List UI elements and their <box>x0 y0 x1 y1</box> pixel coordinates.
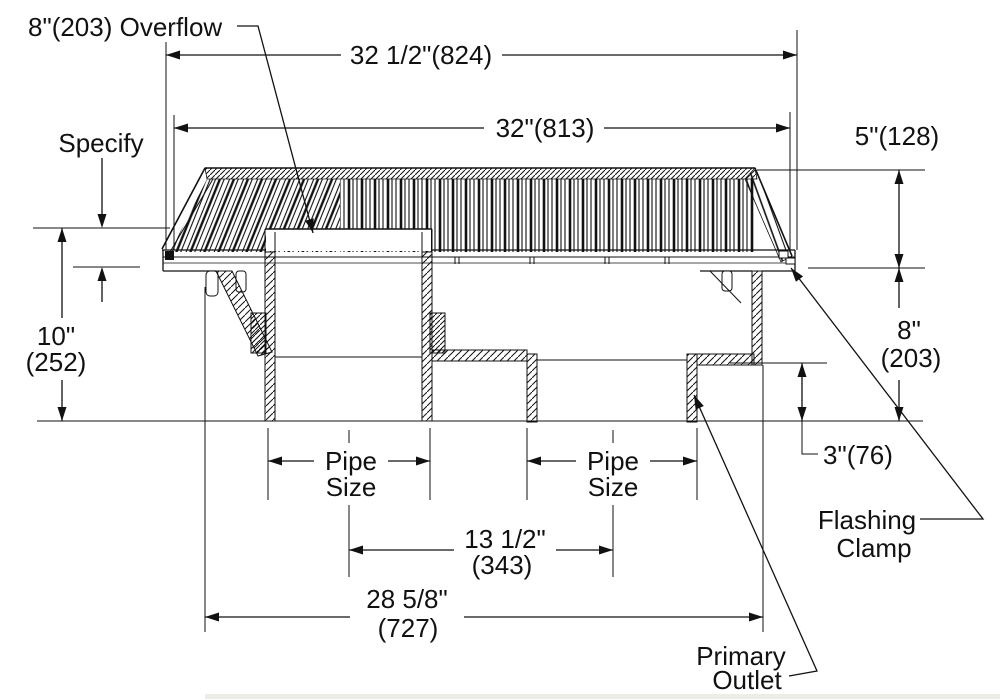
dim-dome-height-label: 5"(128) <box>855 121 939 151</box>
dim-specify: Specify <box>58 128 144 302</box>
dim-grate-width: 32"(813) <box>174 113 790 143</box>
primary-outlet-callout: Primary Outlet <box>693 394 818 695</box>
flashing-clamp-callout: Flashing Clamp <box>790 267 985 563</box>
flashing-clamp-detail <box>778 250 789 259</box>
flashing-clamp-line2: Clamp <box>836 533 911 563</box>
gasket-detail <box>429 312 446 354</box>
dim-body-width: 28 5/8" (727) <box>205 584 763 643</box>
flashing-clamp-line1: Flashing <box>818 505 916 535</box>
body-wall-right <box>751 270 763 366</box>
dim-outlet-spacing: 13 1/2" (343) <box>349 524 613 580</box>
overflow-callout: 8"(203) Overflow <box>28 12 314 234</box>
overflow-standpipe <box>264 228 433 422</box>
overflow-label: 8"(203) Overflow <box>28 12 222 42</box>
dim-dome-height: 5"(128) <box>855 121 939 268</box>
bowl-bottom <box>431 349 528 362</box>
dim-body-height-mm: (203) <box>881 343 942 373</box>
gasket-detail <box>250 312 267 354</box>
dim-overall-height-mm: (252) <box>26 347 87 377</box>
pipe-size-left-line2: Size <box>326 472 377 502</box>
dim-body-width-mm: (727) <box>378 613 439 643</box>
dim-overall-height-in: 10" <box>37 321 75 351</box>
pipe-size-right-line2: Size <box>588 472 639 502</box>
primary-outlet-pipe <box>526 353 698 423</box>
pipe-size-left-line1: Pipe <box>325 446 377 476</box>
primary-outlet-line2: Outlet <box>712 665 782 695</box>
dim-body-height-in: 8" <box>897 315 921 345</box>
dim-outlet-spacing-mm: (343) <box>472 550 533 580</box>
dim-outlet-spacing-in: 13 1/2" <box>464 524 546 554</box>
dim-grate-width-label: 32"(813) <box>496 113 595 143</box>
dim-outlet-step-label: 3"(76) <box>823 440 893 470</box>
dim-body-width-in: 28 5/8" <box>366 584 448 614</box>
extension-lines <box>33 30 925 632</box>
dim-overall-height: 10" (252) <box>26 228 87 421</box>
dim-pipe-size-left: Pipe Size <box>268 446 430 502</box>
dim-pipe-size-right: Pipe Size <box>527 446 697 502</box>
drain-body <box>162 250 796 423</box>
bottom-edge-bar <box>205 694 1000 699</box>
primary-outlet-line1: Primary <box>696 641 786 671</box>
dome-grate <box>161 167 795 264</box>
flashing-clamp-detail <box>785 257 796 265</box>
dim-outlet-step: 3"(76) <box>797 363 893 470</box>
pipe-size-right-line1: Pipe <box>587 446 639 476</box>
flange-rib <box>205 270 219 297</box>
specify-label: Specify <box>58 128 143 158</box>
flashing-clamp-lug-left <box>165 251 174 260</box>
dim-overall-width-top-label: 32 1/2"(824) <box>350 40 492 70</box>
dim-body-height: 8" (203) <box>881 268 942 421</box>
grate-feet <box>454 257 670 264</box>
dimension-annotations: 32 1/2"(824) 32"(813) 8"(203) Overflow S… <box>26 12 985 695</box>
dim-overall-width-top: 32 1/2"(824) <box>166 40 797 70</box>
